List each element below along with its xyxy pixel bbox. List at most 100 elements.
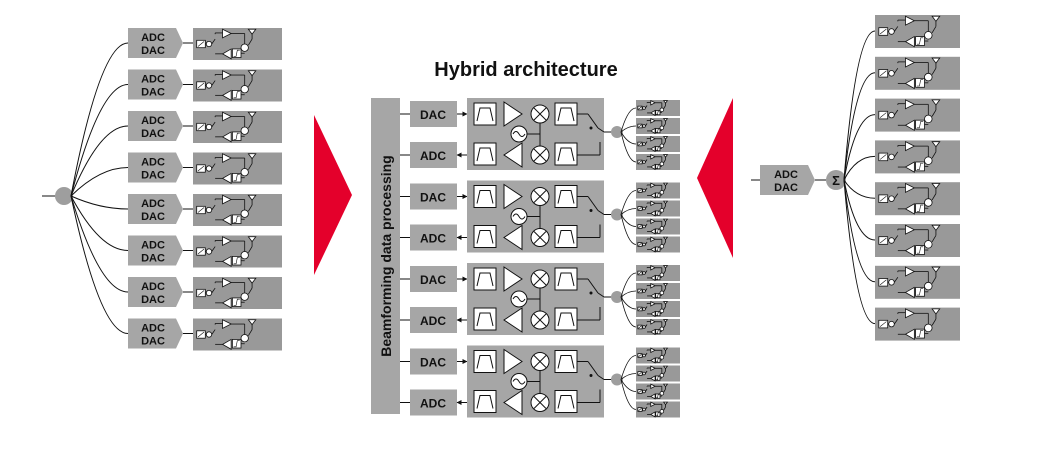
low-noise-amplifier-icon [221, 338, 232, 350]
frontend-module [636, 383, 680, 400]
adc-block [410, 307, 457, 333]
attenuator-icon [642, 160, 646, 164]
adc-dac-block [760, 165, 815, 195]
frontend-module [636, 218, 680, 235]
frontend-module [636, 200, 680, 217]
frontend-module [193, 277, 282, 309]
filter-icon [554, 267, 578, 291]
fan-line [70, 195, 129, 251]
amplifier-icon [503, 266, 523, 292]
adc-label: ADC [141, 74, 165, 86]
power-amplifier-icon [905, 224, 916, 235]
antenna-icon [931, 224, 941, 232]
power-amplifier-icon [650, 99, 656, 106]
power-amplifier-icon [905, 182, 916, 194]
adc-label: ADC [420, 232, 446, 246]
summing-node [826, 170, 846, 190]
dac-label: DAC [141, 128, 165, 140]
low-noise-amplifier-icon [904, 286, 915, 299]
frontend-module-bg [636, 401, 680, 418]
circulator-icon [924, 323, 933, 333]
dac-block [410, 348, 457, 375]
power-amplifier-icon [222, 277, 233, 288]
filter-icon [554, 225, 578, 248]
attenuator-icon [642, 307, 646, 311]
power-amplifier-icon [650, 182, 656, 189]
frontend-module [193, 69, 282, 102]
amplifier-icon [503, 348, 523, 375]
frontend-module [875, 307, 960, 341]
low-noise-amplifier-icon [649, 393, 656, 400]
circulator-icon [659, 308, 665, 314]
circulator-icon [924, 114, 933, 124]
digital-beamforming-section: ADCDACADCDACADCDACADCDACADCDACADCDACADCD… [42, 28, 282, 351]
attenuator-icon [642, 142, 646, 146]
dac-label: DAC [420, 273, 446, 287]
dac-label: DAC [420, 356, 446, 370]
antenna-icon [662, 283, 669, 287]
power-amplifier-icon [650, 135, 656, 142]
circulator-icon [659, 208, 665, 213]
power-amplifier-icon [905, 266, 916, 277]
attenuator-icon [205, 82, 213, 89]
splitter-node [55, 187, 73, 205]
attenuator-icon [888, 279, 895, 286]
element-fan-line [620, 355, 637, 380]
frontend-module [636, 347, 680, 364]
frontend-module [636, 182, 680, 199]
adc-label: ADC [420, 149, 446, 163]
frontend-module-bg [636, 200, 680, 217]
power-amplifier-icon [905, 99, 916, 110]
frontend-module-bg [636, 347, 680, 364]
antenna-icon [247, 70, 257, 77]
low-noise-amplifier-icon [221, 172, 232, 184]
frontend-module [636, 401, 680, 418]
low-noise-amplifier-icon [649, 127, 656, 135]
circulator-icon [924, 156, 933, 165]
beamforming-processor-block [371, 98, 400, 414]
filter-icon [473, 225, 497, 248]
frontend-module [875, 15, 960, 48]
low-noise-amplifier-icon [221, 297, 232, 309]
filter-icon [473, 102, 497, 126]
frontend-module [636, 282, 680, 300]
dac-label: DAC [141, 294, 165, 306]
fan-line [843, 30, 876, 181]
circulator-icon [659, 326, 665, 332]
attenuator-icon [205, 206, 213, 214]
antenna-icon [662, 182, 669, 187]
attenuator-icon [642, 188, 646, 193]
antenna-icon [662, 319, 669, 323]
antenna-icon [662, 218, 669, 223]
adc-block [410, 389, 457, 416]
circulator-icon [659, 107, 665, 113]
power-amplifier-icon [222, 28, 233, 39]
low-noise-amplifier-icon [221, 48, 232, 60]
power-amplifier-icon [905, 15, 916, 26]
frontend-module [636, 99, 680, 117]
attenuator-icon [205, 40, 213, 48]
circulator-icon [924, 240, 933, 249]
circulator-icon [240, 251, 249, 260]
fan-line [843, 179, 876, 241]
dac-label: DAC [774, 182, 798, 194]
diagram-title: Hybrid architecture [434, 59, 617, 81]
circulator-icon [240, 292, 249, 301]
power-amplifier-icon [650, 264, 656, 271]
attenuator-icon [888, 70, 895, 77]
adc-dac-block [128, 111, 183, 141]
beamforming-processor-label: Beamforming data processing [378, 155, 394, 357]
circulator-icon [659, 290, 665, 296]
attenuator-icon [642, 325, 646, 329]
low-noise-amplifier-icon [221, 89, 232, 101]
adc-dac-block [128, 235, 183, 266]
antenna-icon [662, 118, 669, 122]
frontend-module [636, 318, 680, 336]
switch-contact [589, 291, 593, 295]
circulator-icon [240, 85, 249, 94]
element-fan-line [620, 208, 637, 215]
low-noise-amplifier-icon [649, 210, 656, 217]
power-amplifier-icon [650, 117, 656, 124]
low-noise-amplifier-icon [649, 246, 656, 253]
